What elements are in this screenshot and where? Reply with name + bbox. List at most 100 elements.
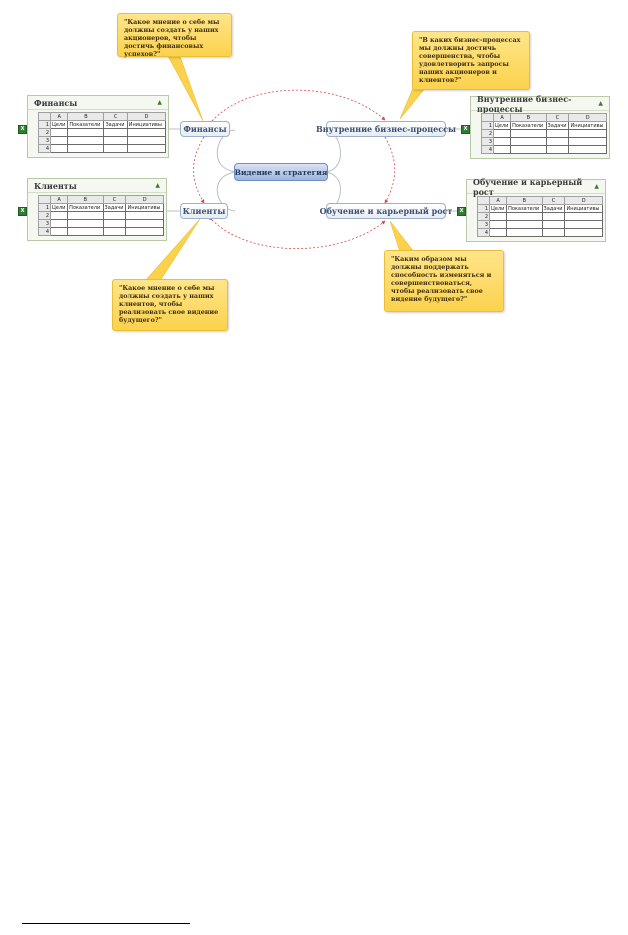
sheet-column-header[interactable]: B bbox=[506, 196, 543, 205]
sheet-cell[interactable] bbox=[488, 220, 508, 229]
excel-icon[interactable]: X bbox=[457, 207, 466, 216]
sheet-column-header[interactable]: D bbox=[126, 112, 167, 121]
sheet-cell[interactable]: Цели bbox=[49, 120, 69, 129]
center-node[interactable]: Видение и стратегия bbox=[234, 163, 328, 181]
sheet-column-header[interactable]: C bbox=[545, 113, 570, 122]
sheet-row-number[interactable]: 4 bbox=[38, 227, 51, 236]
sheet-cell[interactable]: Цели bbox=[488, 204, 508, 213]
sheet-column-header[interactable]: A bbox=[492, 113, 512, 122]
sheet-row-number[interactable]: 2 bbox=[38, 128, 51, 137]
sheet-cell[interactable] bbox=[568, 145, 607, 154]
sheet-cell[interactable] bbox=[541, 212, 566, 221]
sheet-cell[interactable] bbox=[125, 219, 164, 228]
sheet-column-header[interactable]: D bbox=[564, 196, 603, 205]
sheet-cell[interactable]: Цели bbox=[49, 203, 69, 212]
sheet-cell[interactable] bbox=[67, 227, 104, 236]
sheet-cell[interactable] bbox=[102, 219, 127, 228]
sheet-row-number[interactable]: 4 bbox=[38, 144, 51, 153]
sheet-cell[interactable] bbox=[541, 228, 566, 237]
sheet-cell[interactable] bbox=[510, 137, 547, 146]
sheet-row-number[interactable]: 1 bbox=[38, 203, 51, 212]
sheet-corner-cell[interactable] bbox=[38, 112, 51, 121]
sheet-cell[interactable]: Показатели bbox=[67, 203, 104, 212]
sheet-cell[interactable] bbox=[126, 136, 167, 145]
sheet-cell[interactable]: Задачи bbox=[102, 203, 127, 212]
sheet-column-header[interactable]: A bbox=[488, 196, 508, 205]
sheet-cell[interactable]: Показатели bbox=[510, 121, 547, 130]
sheet-cell[interactable] bbox=[67, 136, 105, 145]
sheet-cell[interactable] bbox=[510, 145, 547, 154]
sheet-corner-cell[interactable] bbox=[38, 195, 51, 204]
sheet-cell[interactable] bbox=[506, 212, 543, 221]
sheet-row-number[interactable]: 3 bbox=[38, 136, 51, 145]
sheet-row-number[interactable]: 1 bbox=[477, 204, 490, 213]
sheet-cell[interactable] bbox=[67, 219, 104, 228]
sheet-column-header[interactable]: A bbox=[49, 195, 69, 204]
sheet-cell[interactable] bbox=[506, 228, 543, 237]
sheet-cell[interactable]: Задачи bbox=[545, 121, 570, 130]
sheet-cell[interactable] bbox=[541, 220, 566, 229]
sheet-cell[interactable] bbox=[564, 212, 603, 221]
sheet-row-number[interactable]: 2 bbox=[38, 211, 51, 220]
sheet-cell[interactable] bbox=[126, 128, 167, 137]
sheet-cell[interactable] bbox=[49, 136, 69, 145]
sheet-cell[interactable] bbox=[49, 227, 69, 236]
collapse-arrow-icon[interactable]: ▲ bbox=[157, 99, 162, 106]
sheet-row-number[interactable]: 3 bbox=[477, 220, 490, 229]
sheet-cell[interactable]: Показатели bbox=[67, 120, 105, 129]
collapse-arrow-icon[interactable]: ▲ bbox=[155, 182, 160, 189]
sheet-column-header[interactable]: B bbox=[67, 195, 104, 204]
node-finance[interactable]: Финансы bbox=[180, 121, 230, 137]
sheet-row-number[interactable]: 1 bbox=[481, 121, 494, 130]
sheet-row-number[interactable]: 1 bbox=[38, 120, 51, 129]
sheet-cell[interactable] bbox=[49, 128, 69, 137]
sheet-cell[interactable]: Инициативы bbox=[126, 120, 167, 129]
sheet-column-header[interactable]: C bbox=[103, 112, 128, 121]
sheet-cell[interactable]: Задачи bbox=[541, 204, 566, 213]
sheet-cell[interactable] bbox=[103, 144, 128, 153]
excel-icon[interactable]: X bbox=[18, 125, 27, 134]
sheet-cell[interactable] bbox=[103, 128, 128, 137]
sheet-cell[interactable] bbox=[568, 129, 607, 138]
sheet-column-header[interactable]: C bbox=[102, 195, 127, 204]
sheet-cell[interactable] bbox=[102, 227, 127, 236]
sheet-column-header[interactable]: D bbox=[568, 113, 607, 122]
sheet-cell[interactable] bbox=[49, 219, 69, 228]
sheet-cell[interactable]: Инициативы bbox=[568, 121, 607, 130]
sheet-cell[interactable] bbox=[545, 137, 570, 146]
sheet-cell[interactable]: Инициативы bbox=[125, 203, 164, 212]
sheet-corner-cell[interactable] bbox=[477, 196, 490, 205]
sheet-cell[interactable] bbox=[568, 137, 607, 146]
sheet-column-header[interactable]: D bbox=[125, 195, 164, 204]
sheet-cell[interactable] bbox=[67, 211, 104, 220]
sheet-cell[interactable] bbox=[488, 228, 508, 237]
sheet-cell[interactable] bbox=[126, 144, 167, 153]
node-learning[interactable]: Обучение и карьерный рост bbox=[320, 203, 452, 219]
collapse-arrow-icon[interactable]: ▲ bbox=[598, 100, 603, 107]
sheet-cell[interactable] bbox=[49, 211, 69, 220]
sheet-cell[interactable] bbox=[545, 129, 570, 138]
sheet-cell[interactable] bbox=[49, 144, 69, 153]
sheet-cell[interactable] bbox=[564, 220, 603, 229]
sheet-cell[interactable]: Задачи bbox=[103, 120, 128, 129]
sheet-column-header[interactable]: A bbox=[49, 112, 69, 121]
collapse-arrow-icon[interactable]: ▲ bbox=[594, 183, 599, 190]
sheet-cell[interactable] bbox=[492, 129, 512, 138]
node-internal[interactable]: Внутренние бизнес-процессы bbox=[316, 121, 456, 137]
sheet-cell[interactable] bbox=[492, 145, 512, 154]
sheet-cell[interactable] bbox=[67, 128, 105, 137]
sheet-cell[interactable] bbox=[125, 211, 164, 220]
sheet-cell[interactable] bbox=[564, 228, 603, 237]
sheet-cell[interactable]: Инициативы bbox=[564, 204, 603, 213]
node-clients[interactable]: Клиенты bbox=[180, 203, 228, 219]
sheet-cell[interactable] bbox=[492, 137, 512, 146]
sheet-row-number[interactable]: 3 bbox=[38, 219, 51, 228]
sheet-row-number[interactable]: 2 bbox=[477, 212, 490, 221]
sheet-cell[interactable] bbox=[510, 129, 547, 138]
sheet-row-number[interactable]: 4 bbox=[481, 145, 494, 154]
sheet-cell[interactable] bbox=[125, 227, 164, 236]
sheet-column-header[interactable]: B bbox=[510, 113, 547, 122]
sheet-row-number[interactable]: 2 bbox=[481, 129, 494, 138]
